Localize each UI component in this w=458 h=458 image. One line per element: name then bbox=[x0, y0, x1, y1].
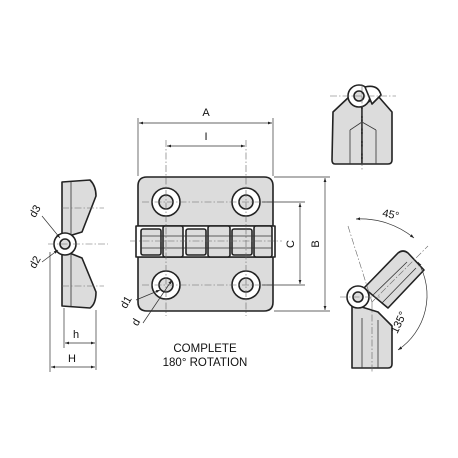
label-d2: d2 bbox=[27, 254, 44, 271]
top-right-closed-view bbox=[330, 84, 396, 170]
front-centre-lines bbox=[130, 140, 282, 316]
label-B: B bbox=[310, 240, 322, 247]
caption-line-1: COMPLETE bbox=[173, 343, 237, 355]
dimension-B bbox=[274, 176, 330, 312]
left-side-view bbox=[41, 179, 108, 372]
label-angle-135: 135° bbox=[389, 310, 409, 336]
left-upper-arm bbox=[61, 179, 97, 239]
dimension-A bbox=[137, 118, 274, 176]
open-rotated-leaf bbox=[363, 250, 425, 309]
caption-line-2: 180° ROTATION bbox=[163, 357, 248, 369]
label-d: d bbox=[130, 317, 143, 328]
label-h: h bbox=[73, 329, 79, 341]
label-H: H bbox=[68, 353, 76, 365]
front-view bbox=[130, 140, 282, 316]
leaders-d-d1 bbox=[135, 279, 173, 324]
label-C: C bbox=[285, 240, 297, 248]
left-lower-arm bbox=[61, 249, 97, 309]
label-I: I bbox=[204, 131, 207, 143]
label-d1: d1 bbox=[118, 294, 135, 311]
bottom-right-open-view bbox=[340, 217, 429, 372]
knuckles bbox=[140, 225, 273, 258]
dimension-C bbox=[262, 201, 305, 286]
label-d3: d3 bbox=[27, 203, 44, 220]
label-angle-45: 45° bbox=[381, 207, 400, 222]
label-A: A bbox=[202, 107, 210, 119]
closed-right-leaf bbox=[361, 95, 393, 165]
